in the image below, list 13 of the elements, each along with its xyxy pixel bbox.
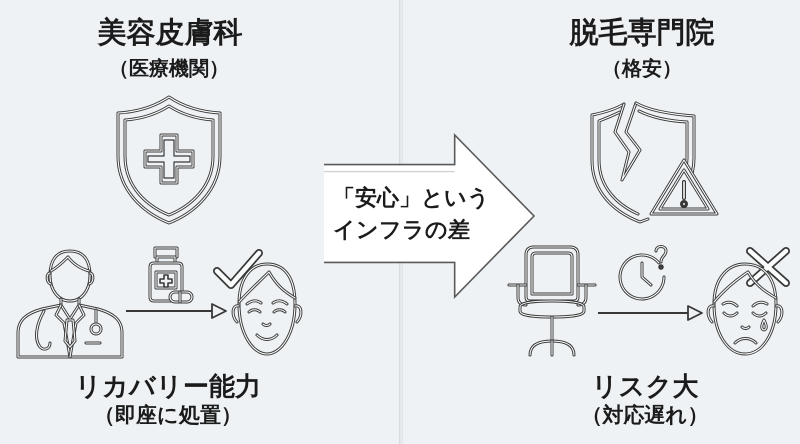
result-note: （対応遅れ）	[582, 403, 708, 428]
arrow	[126, 303, 227, 319]
arrow-label: 「安心」というインフラの差	[333, 184, 491, 245]
panel-heading: 美容皮膚科	[98, 16, 242, 50]
office-chair-icon	[506, 243, 598, 359]
result-note: （即座に処置）	[94, 403, 242, 428]
panel-heading: 脱毛専門院	[570, 16, 714, 50]
panel-subheading: （格安）	[602, 57, 682, 80]
arrow	[598, 305, 703, 321]
result-caption: リスク大	[592, 373, 698, 403]
block-arrow	[322, 133, 536, 299]
result-caption: リカバリー能力	[75, 373, 261, 403]
panel-subheading: （医療機関）	[109, 57, 229, 80]
